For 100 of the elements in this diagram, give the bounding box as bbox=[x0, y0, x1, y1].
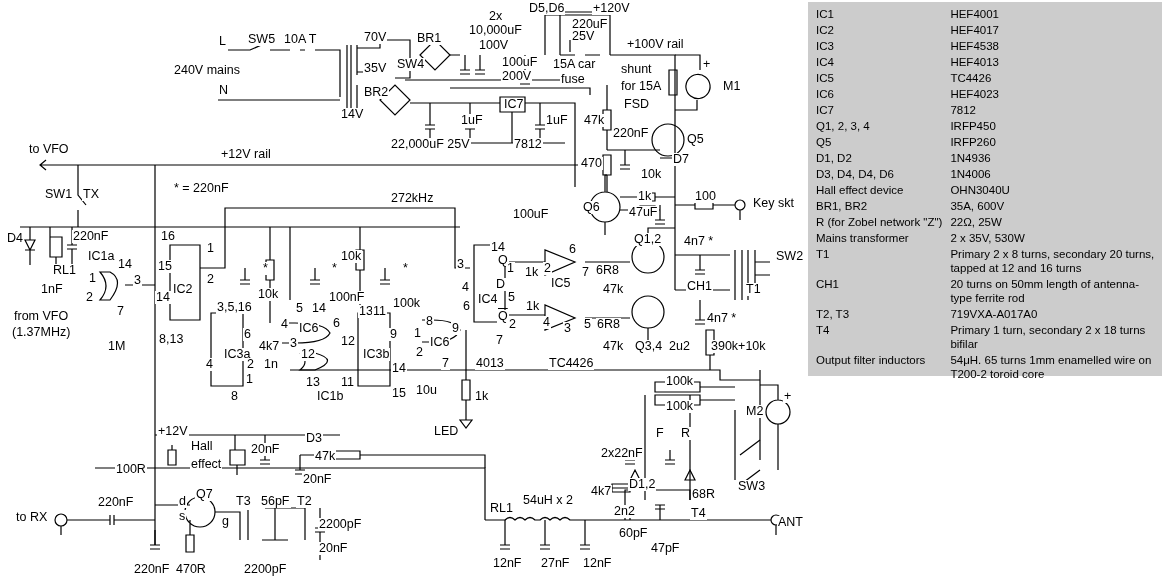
component-label: CH1 bbox=[686, 280, 713, 293]
component-label: D1,2 bbox=[628, 478, 657, 491]
component-label: 8 bbox=[425, 315, 434, 328]
component-label: 4k7 bbox=[590, 485, 613, 498]
component-label: 8 bbox=[230, 390, 239, 403]
component-label: 14 bbox=[155, 291, 171, 304]
component-label: 272kHz bbox=[390, 192, 435, 205]
part-designator: T4 bbox=[815, 323, 831, 338]
component-label: 7 bbox=[581, 266, 590, 279]
component-label: 2 bbox=[415, 346, 424, 359]
component-label: 47k bbox=[602, 283, 625, 296]
component-label: 470R bbox=[175, 563, 207, 576]
component-label: 2200pF bbox=[318, 518, 363, 531]
component-label: 200V bbox=[501, 70, 533, 83]
component-label: 8,13 bbox=[158, 333, 185, 346]
component-label: shunt bbox=[620, 63, 653, 76]
component-label: 100uF bbox=[501, 56, 539, 69]
component-label: 100k bbox=[392, 297, 422, 310]
component-label: 10A T bbox=[283, 33, 318, 46]
component-label: 14V bbox=[340, 108, 365, 121]
component-label: 4n7 * bbox=[683, 235, 715, 248]
component-label: IC5 bbox=[550, 277, 572, 290]
component-label: 35V bbox=[363, 62, 388, 75]
component-label: 25V bbox=[571, 30, 596, 43]
component-label: 9 bbox=[389, 328, 398, 341]
part-designator: CH1 bbox=[815, 277, 840, 292]
component-label: TX bbox=[82, 188, 100, 201]
component-label: ANT bbox=[777, 516, 804, 529]
part-designator: Q5 bbox=[815, 135, 833, 150]
component-label: 1k bbox=[524, 266, 540, 279]
component-label: SW3 bbox=[737, 480, 767, 493]
component-label: 100 bbox=[694, 190, 717, 203]
component-label: 47pF bbox=[650, 542, 681, 555]
part-value: Primary 1 turn, secondary 2 x 18 turns bifilar bbox=[949, 323, 1147, 352]
component-label: 15 bbox=[391, 387, 407, 400]
part-value: 7812 bbox=[949, 103, 977, 118]
component-label: T4 bbox=[690, 507, 707, 520]
component-label: 4013 bbox=[475, 357, 505, 370]
component-label: 12 bbox=[340, 335, 356, 348]
component-label: SW5 bbox=[247, 33, 277, 46]
component-label: Q1,2 bbox=[633, 233, 663, 246]
component-label: IC2 bbox=[172, 283, 194, 296]
component-label: 2 bbox=[85, 291, 94, 304]
component-label: 4 bbox=[542, 316, 551, 329]
part-designator: IC2 bbox=[815, 23, 835, 38]
component-label: 5 bbox=[295, 302, 304, 315]
component-label: IC6 bbox=[429, 336, 451, 349]
component-label: 11 bbox=[340, 376, 355, 389]
component-label: T2 bbox=[296, 495, 313, 508]
component-label: 4 bbox=[205, 358, 214, 371]
component-label: BR1 bbox=[416, 32, 443, 45]
component-label: 3 bbox=[563, 322, 572, 335]
component-label: RL1 bbox=[52, 264, 77, 277]
component-label: 47k bbox=[314, 450, 337, 463]
component-label: 16 bbox=[160, 230, 176, 243]
component-label: 390k+10k bbox=[710, 340, 767, 353]
component-label: 220uF bbox=[571, 18, 609, 31]
part-value: 1N4006 bbox=[949, 167, 992, 182]
component-label: 100R bbox=[115, 463, 147, 476]
part-designator: T2, T3 bbox=[815, 307, 851, 322]
component-label: 220nF bbox=[97, 496, 135, 509]
component-label: 100uF bbox=[512, 208, 550, 221]
part-value: HEF4013 bbox=[949, 55, 1000, 70]
part-designator: T1 bbox=[815, 247, 831, 262]
component-label: 68R bbox=[691, 488, 716, 501]
component-label: to VFO bbox=[28, 143, 70, 156]
component-label: + bbox=[783, 390, 793, 403]
part-value: 54μH. 65 turns 1mm enamelled wire on T200-2 toroid core bbox=[949, 353, 1153, 382]
component-label: T1 bbox=[745, 283, 762, 296]
component-label: to RX bbox=[15, 511, 49, 524]
component-label: 54uH x 2 bbox=[522, 494, 575, 507]
component-label: fuse bbox=[560, 73, 586, 86]
component-label: 7812 bbox=[513, 138, 543, 151]
component-label: IC7 bbox=[503, 98, 525, 111]
component-label: BR2 bbox=[363, 86, 390, 99]
component-label: 1 bbox=[413, 327, 422, 340]
component-label: 240V mains bbox=[173, 64, 241, 77]
component-label: 4n7 * bbox=[706, 312, 738, 325]
component-label: 470 bbox=[580, 157, 603, 170]
component-label: 10k bbox=[340, 250, 363, 263]
component-label: s bbox=[178, 510, 187, 523]
component-label: +12V bbox=[157, 425, 189, 438]
component-label: 14 bbox=[490, 241, 506, 254]
component-label: 20nF bbox=[302, 473, 333, 486]
component-label: 2200pF bbox=[243, 563, 288, 576]
component-label: 22,000uF 25V bbox=[390, 138, 471, 151]
component-label: 6 bbox=[243, 328, 252, 341]
component-label: 100k bbox=[665, 375, 695, 388]
component-label: 4 bbox=[461, 281, 470, 294]
component-label: 56pF bbox=[260, 495, 291, 508]
component-label: FSD bbox=[623, 98, 650, 111]
component-label: D3 bbox=[305, 432, 323, 445]
component-label: 20nF bbox=[250, 443, 281, 456]
part-value: 1N4936 bbox=[949, 151, 992, 166]
part-value: 35A, 600V bbox=[949, 199, 1006, 214]
component-label: D7 bbox=[672, 153, 690, 166]
component-label: IC6 bbox=[298, 322, 320, 335]
part-designator: R (for Zobel network "Z") bbox=[815, 215, 944, 230]
component-label: 10k bbox=[640, 168, 663, 181]
part-designator: IC4 bbox=[815, 55, 835, 70]
